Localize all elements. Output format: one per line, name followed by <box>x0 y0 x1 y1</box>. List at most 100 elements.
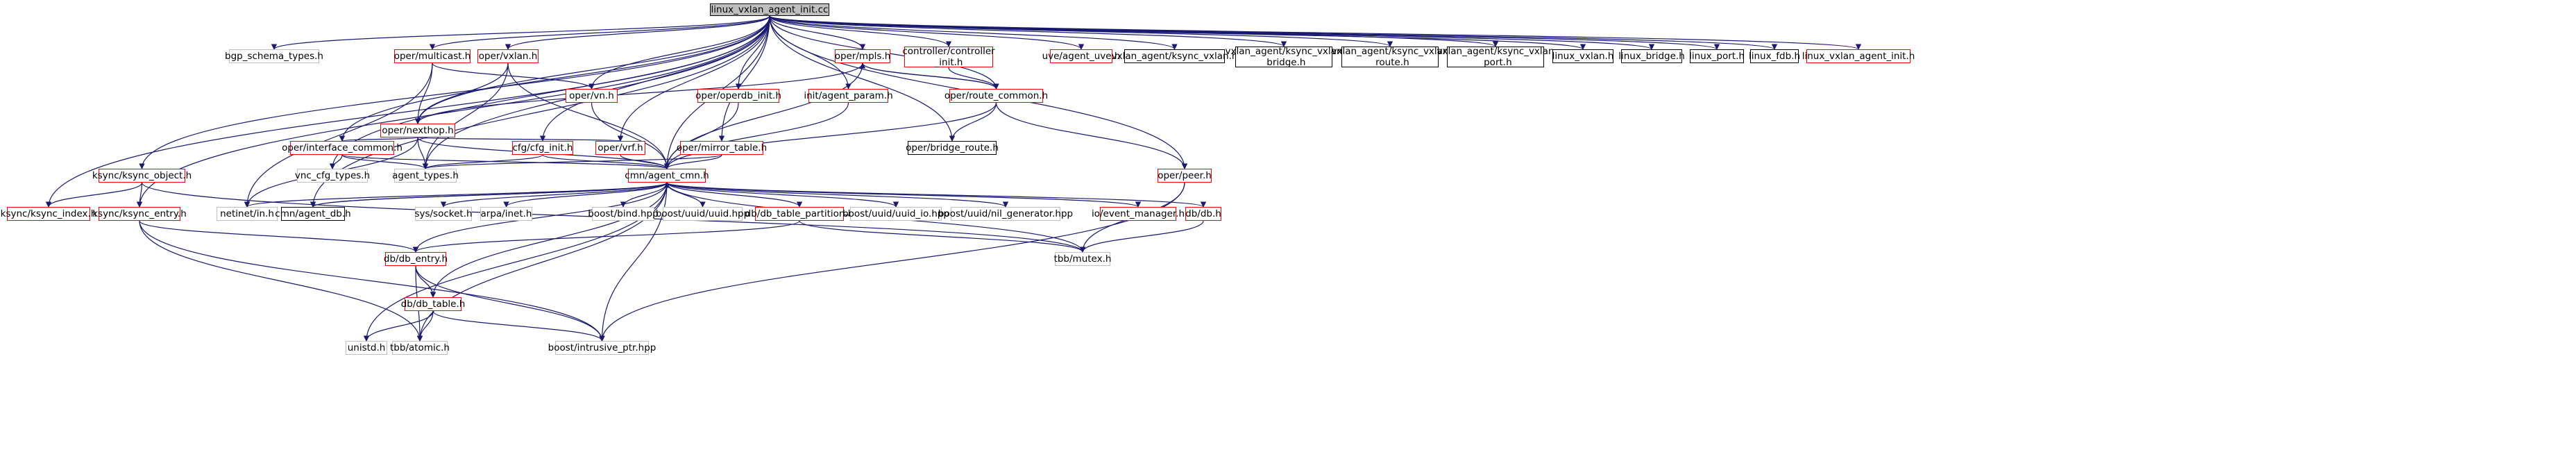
edge-ksync-entry-to-tbb-atomic <box>139 220 423 342</box>
node-ksync-vxlan-bridge[interactable]: vxlan_agent/ksync_vxlan _bridge.h <box>1225 46 1343 68</box>
node-bgp-schema[interactable]: bgp_schema_types.h <box>225 49 323 63</box>
node-tbb-mutex[interactable]: tbb/mutex.h <box>1053 252 1112 266</box>
edge-agent-cmn-to-boost-nil-gen <box>666 182 1008 208</box>
edge-nexthop-to-intf-common <box>339 135 418 142</box>
node-boost-bind[interactable]: boost/bind.hpp <box>588 207 659 221</box>
node-linux-bridge[interactable]: linux_bridge.h <box>1618 49 1685 63</box>
node-ksync-entry[interactable]: ksync/ksync_entry.h <box>92 207 187 221</box>
edge-vxlan-to-agent-types <box>422 62 509 169</box>
node-root[interactable]: linux_vxlan_agent_init.cc <box>710 3 829 16</box>
edge-controller-init-to-route-common <box>948 67 999 90</box>
edge-root-to-mirror-table <box>718 15 770 142</box>
edge-operdb-init-to-agent-cmn <box>663 102 739 169</box>
node-arpa-inet[interactable]: arpa/inet.h <box>480 207 532 221</box>
edge-db-h-to-tbb-mutex <box>1079 220 1204 253</box>
edge-intf-common-to-vnc-cfg-types <box>329 154 343 169</box>
node-nexthop[interactable]: oper/nexthop.h <box>380 124 455 137</box>
node-peer[interactable]: oper/peer.h <box>1158 169 1212 183</box>
node-mirror-table[interactable]: oper/mirror_table.h <box>676 141 768 155</box>
node-linux-port[interactable]: linux_port.h <box>1689 49 1745 63</box>
node-multicast[interactable]: oper/multicast.h <box>393 49 471 63</box>
node-vnc-cfg-types[interactable]: vnc_cfg_types.h <box>294 169 371 183</box>
edge-mpls-to-nexthop <box>414 62 863 124</box>
node-ksync-vxlan[interactable]: vxlan_agent/ksync_vxlan.h <box>1111 49 1238 63</box>
node-intrusive-ptr[interactable]: boost/intrusive_ptr.hpp <box>548 341 656 355</box>
node-linux-fdb[interactable]: linux_fdb.h <box>1748 49 1801 63</box>
node-boost-uuid[interactable]: boost/uuid/uuid.hpp <box>655 207 750 221</box>
edge-agent-cmn-to-netinet <box>244 182 668 208</box>
node-operdb-init[interactable]: oper/operdb_init.h <box>695 89 781 103</box>
node-mpls[interactable]: oper/mpls.h <box>834 49 891 63</box>
node-linux-vxlan[interactable]: linux_vxlan.h <box>1552 49 1614 63</box>
edge-mirror-table-to-agent-types <box>423 154 722 169</box>
edge-route-common-to-mpls <box>859 62 997 90</box>
node-db-h[interactable]: db/db.h <box>1185 207 1221 221</box>
node-vn[interactable]: oper/vn.h <box>566 89 618 103</box>
node-ksync-vxlan-port[interactable]: vxlan_agent/ksync_vxlan _port.h <box>1437 46 1554 68</box>
edge-root-to-nexthop <box>414 15 770 124</box>
node-agent-uve[interactable]: uve/agent_uve.h <box>1042 49 1121 63</box>
node-cfg-init[interactable]: cfg/cfg_init.h <box>512 141 573 155</box>
node-agent-db[interactable]: cmn/agent_db.h <box>275 207 351 221</box>
edge-root-to-bgp-schema <box>271 15 770 50</box>
edge-db-entry-to-intrusive-ptr <box>415 265 605 342</box>
edge-nexthop-to-agent-types <box>417 137 429 169</box>
node-agent-types[interactable]: agent_types.h <box>392 169 459 183</box>
node-bridge-route[interactable]: oper/bridge_route.h <box>906 141 999 155</box>
node-db-entry[interactable]: db/db_entry.h <box>383 252 448 266</box>
edge-ksync-entry-to-db-entry <box>139 220 419 253</box>
edge-root-to-ksync-object <box>139 15 770 169</box>
edge-db-table-to-intrusive-ptr <box>432 310 605 342</box>
edge-root-to-mpls <box>769 15 866 50</box>
node-controller-init[interactable]: controller/controller _init.h <box>902 46 995 68</box>
node-intf-common[interactable]: oper/interface_common.h <box>282 141 402 155</box>
node-netinet[interactable]: netinet/in.h <box>217 207 278 221</box>
edge-agent-cmn-to-db-table <box>430 182 668 298</box>
edge-root-to-linux-vxlan <box>769 15 1586 50</box>
edge-vxlan-to-nexthop <box>414 62 509 124</box>
edge-agent-cmn-to-arpa-inet <box>503 182 668 208</box>
node-event-manager[interactable]: io/event_manager.h <box>1091 207 1185 221</box>
edge-root-to-linux-bridge <box>769 15 1654 50</box>
edge-agent-cmn-to-boost-uuid-io <box>666 182 899 208</box>
edge-db-entry-to-db-table <box>415 265 437 298</box>
node-db-table[interactable]: db/db_table.h <box>400 297 466 311</box>
edge-root-to-bridge-route <box>769 15 956 142</box>
node-boost-uuid-io[interactable]: boost/uuid/uuid_io.hpp <box>842 207 949 221</box>
edge-root-to-vxlan <box>505 15 770 50</box>
edge-ksync-entry-to-intrusive-ptr <box>139 220 605 342</box>
node-sys-socket[interactable]: sys/socket.h <box>414 207 473 221</box>
node-ksync-object[interactable]: ksync/ksync_object.h <box>92 169 192 183</box>
edge-root-to-controller-init <box>769 15 952 47</box>
edge-agent-cmn-to-db-table-partition <box>666 182 803 208</box>
node-tbb-atomic[interactable]: tbb/atomic.h <box>390 341 450 355</box>
edge-nexthop-to-vrf <box>417 135 623 142</box>
edge-root-to-ksync-vxlan-bridge <box>769 15 1287 47</box>
node-boost-nil-gen[interactable]: boost/uuid/nil_generator.hpp <box>938 207 1074 221</box>
node-linux-vxlan-agent-init[interactable]: linux_vxlan_agent_init.h <box>1802 49 1915 63</box>
edge-route-common-to-peer <box>995 102 1188 169</box>
node-db-table-partition[interactable]: db/db_table_partition.h <box>745 207 854 221</box>
node-vxlan[interactable]: oper/vxlan.h <box>477 49 539 63</box>
node-ksync-index[interactable]: ksync/ksync_index.h <box>0 207 97 221</box>
edge-multicast-to-netinet <box>244 62 433 208</box>
edge-ksync-object-to-ksync-index <box>45 182 143 208</box>
node-agent-param[interactable]: init/agent_param.h <box>804 89 893 103</box>
edge-db-table-partition-to-tbb-mutex <box>799 220 1086 253</box>
edge-ksync-object-to-ksync-entry <box>136 182 143 208</box>
edge-cfg-init-to-agent-cmn <box>542 154 670 169</box>
edge-root-to-agent-uve <box>769 15 1085 50</box>
edge-root-to-intf-common <box>339 15 770 142</box>
node-vrf[interactable]: oper/vrf.h <box>595 141 645 155</box>
edge-root-to-vn <box>588 15 770 90</box>
node-ksync-vxlan-route[interactable]: vxlan_agent/ksync_vxlan _route.h <box>1331 46 1449 68</box>
edge-route-common-to-agent-cmn <box>663 102 997 169</box>
node-route-common[interactable]: oper/route_common.h <box>944 89 1049 103</box>
node-unistd[interactable]: unistd.h <box>346 341 387 355</box>
edge-multicast-to-nexthop <box>414 62 433 124</box>
edge-route-common-to-bridge-route <box>949 102 997 142</box>
node-agent-cmn[interactable]: cmn/agent_cmn.h <box>625 169 709 183</box>
edge-agent-cmn-to-db-entry <box>412 182 668 253</box>
edge-agent-cmn-to-sys-socket <box>440 182 668 208</box>
